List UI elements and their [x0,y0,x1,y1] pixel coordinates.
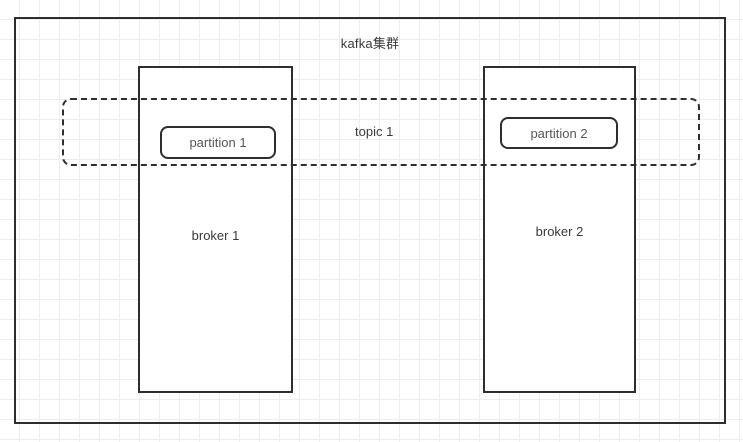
broker-1-box[interactable]: broker 1 [138,66,293,393]
kafka-cluster-box[interactable] [14,17,726,424]
partition-1-box[interactable]: partition 1 [160,126,276,159]
broker-1-label: broker 1 [191,228,240,243]
broker-2-label: broker 2 [535,224,584,239]
partition-2-box[interactable]: partition 2 [500,117,618,149]
topic-1-label: topic 1 [355,124,394,139]
kafka-cluster-label: kafka集群 [340,36,400,51]
topic-1-dashed-box[interactable] [62,98,700,166]
